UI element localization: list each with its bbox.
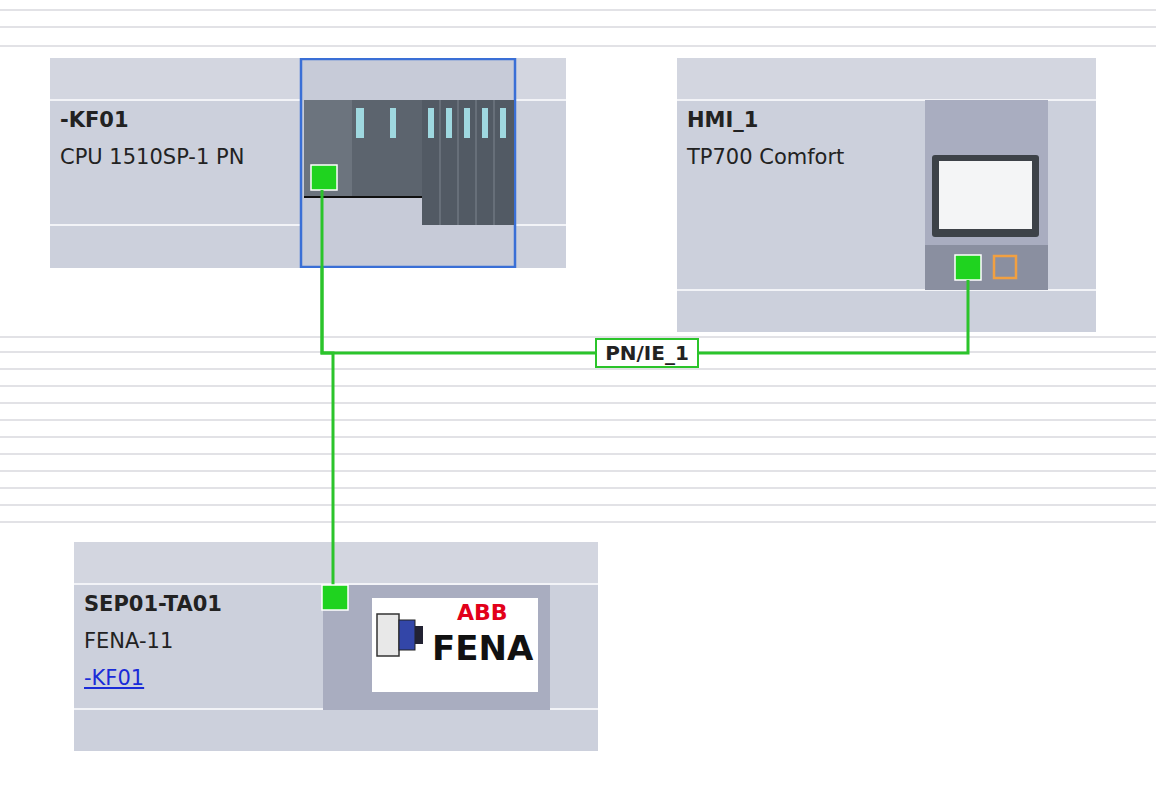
device-box: SEP01-TA01FENA-11-KF01 ABB FENA [74, 542, 598, 751]
logo-wrap: FENA [432, 628, 533, 668]
device-text: HMI_1TP700 Comfort [687, 102, 844, 176]
controller-link: -KF01 [84, 660, 144, 697]
device-text: -KF01CPU 1510SP-1 PN [60, 102, 244, 176]
device-text: SEP01-TA01FENA-11-KF01 [84, 586, 222, 697]
profinet-line [322, 268, 333, 542]
device-type: FENA-11 [84, 623, 222, 660]
device-box: HMI_1TP700 Comfort [677, 58, 1096, 332]
subnet-label: PN/IE_1 [595, 338, 699, 368]
device-name: HMI_1 [687, 102, 844, 139]
logo-text: FENA [432, 628, 533, 668]
logo-text: ABB [457, 600, 508, 625]
device-illustration [677, 58, 1096, 332]
device-box: -KF01CPU 1510SP-1 PN [50, 58, 566, 268]
device-type: CPU 1510SP-1 PN [60, 139, 244, 176]
device-type: TP700 Comfort [687, 139, 844, 176]
logo-wrap: ABB [457, 600, 508, 625]
device-name: -KF01 [60, 102, 244, 139]
device-name: SEP01-TA01 [84, 586, 222, 623]
